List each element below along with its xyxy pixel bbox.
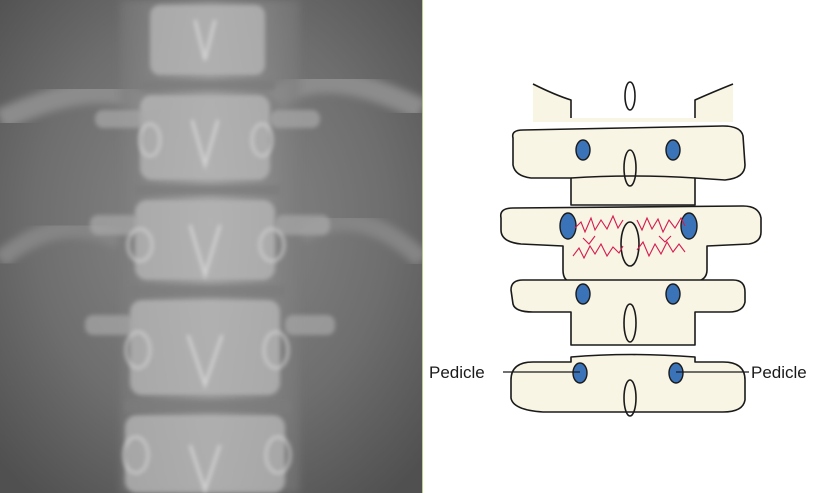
vertebra-2 [513,126,745,205]
pedicle-v4-left [576,284,590,304]
pedicle-label-left: Pedicle [429,363,485,382]
radiograph-image [0,0,422,493]
diagram-panel: Pedicle Pedicle [422,0,829,493]
pedicle-v5-right [669,363,683,383]
pedicle-v4-right [666,284,680,304]
pedicle-v2-left [576,140,590,160]
pedicle-v5-left [573,363,587,383]
radiograph-panel [0,0,422,493]
vertebra-4 [511,280,745,345]
spine-diagram: Pedicle Pedicle [423,0,829,493]
vertebra-3-fractured [501,206,761,282]
pedicle-label-right: Pedicle [751,363,807,382]
pedicle-v2-right [666,140,680,160]
vertebra-5 [511,355,745,413]
spinal-canal-marking [625,82,635,110]
pedicle-v3-left [560,213,576,239]
pedicle-v3-right [681,213,697,239]
